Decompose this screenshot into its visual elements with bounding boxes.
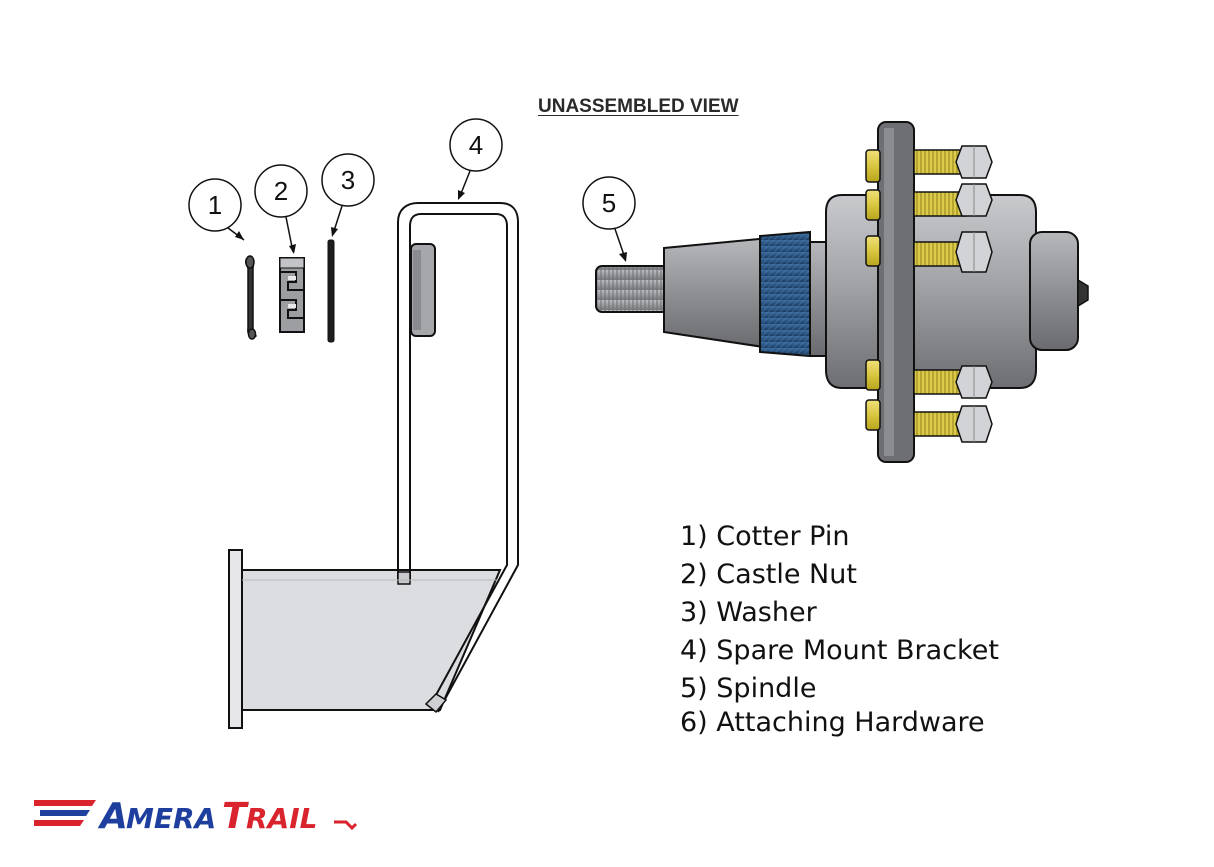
hub-cap bbox=[1029, 231, 1079, 351]
spindle-cone bbox=[663, 236, 771, 350]
legend-item-castle-nut: 2) Castle Nut bbox=[680, 559, 857, 590]
bearing bbox=[759, 230, 811, 358]
spare-mount-bracket bbox=[228, 202, 519, 729]
legend-item-spare-mount-bracket: 4) Spare Mount Bracket bbox=[680, 635, 999, 666]
lug-nuts bbox=[955, 145, 993, 443]
callout-1: 1 bbox=[188, 178, 245, 241]
legend-item-cotter-pin: 1) Cotter Pin bbox=[680, 521, 850, 552]
castle-nut bbox=[279, 257, 305, 333]
hub-flange bbox=[877, 121, 915, 463]
legend-item-spindle: 5) Spindle bbox=[680, 673, 817, 704]
callout-3: 3 bbox=[321, 153, 375, 237]
callout-4: 4 bbox=[449, 118, 503, 200]
svg-text:T: T bbox=[222, 796, 249, 836]
callout-5: 5 bbox=[582, 176, 636, 262]
washer bbox=[327, 239, 335, 343]
svg-text:A: A bbox=[97, 796, 128, 836]
svg-text:2: 2 bbox=[274, 176, 288, 206]
svg-text:1: 1 bbox=[208, 190, 222, 220]
svg-text:5: 5 bbox=[602, 188, 616, 218]
svg-text:3: 3 bbox=[341, 165, 355, 195]
cotter-pin bbox=[245, 255, 257, 340]
legend-item-attaching-hardware: 6) Attaching Hardware bbox=[680, 707, 985, 738]
spindle-hub-assembly bbox=[595, 121, 1089, 463]
spindle-thread bbox=[595, 265, 669, 313]
svg-text:RAIL: RAIL bbox=[246, 802, 318, 835]
svg-text:MERA: MERA bbox=[126, 802, 216, 835]
parts-legend: 1) Cotter Pin 2) Castle Nut 3) Washer 4)… bbox=[680, 518, 999, 742]
diagram-title: UNASSEMBLED VIEW bbox=[538, 96, 739, 117]
ameratrail-logo: A MERA T RAIL bbox=[34, 796, 358, 836]
svg-text:4: 4 bbox=[469, 130, 483, 160]
wheel-studs bbox=[865, 149, 967, 437]
legend-item-washer: 3) Washer bbox=[680, 597, 817, 628]
callout-2: 2 bbox=[254, 164, 308, 254]
